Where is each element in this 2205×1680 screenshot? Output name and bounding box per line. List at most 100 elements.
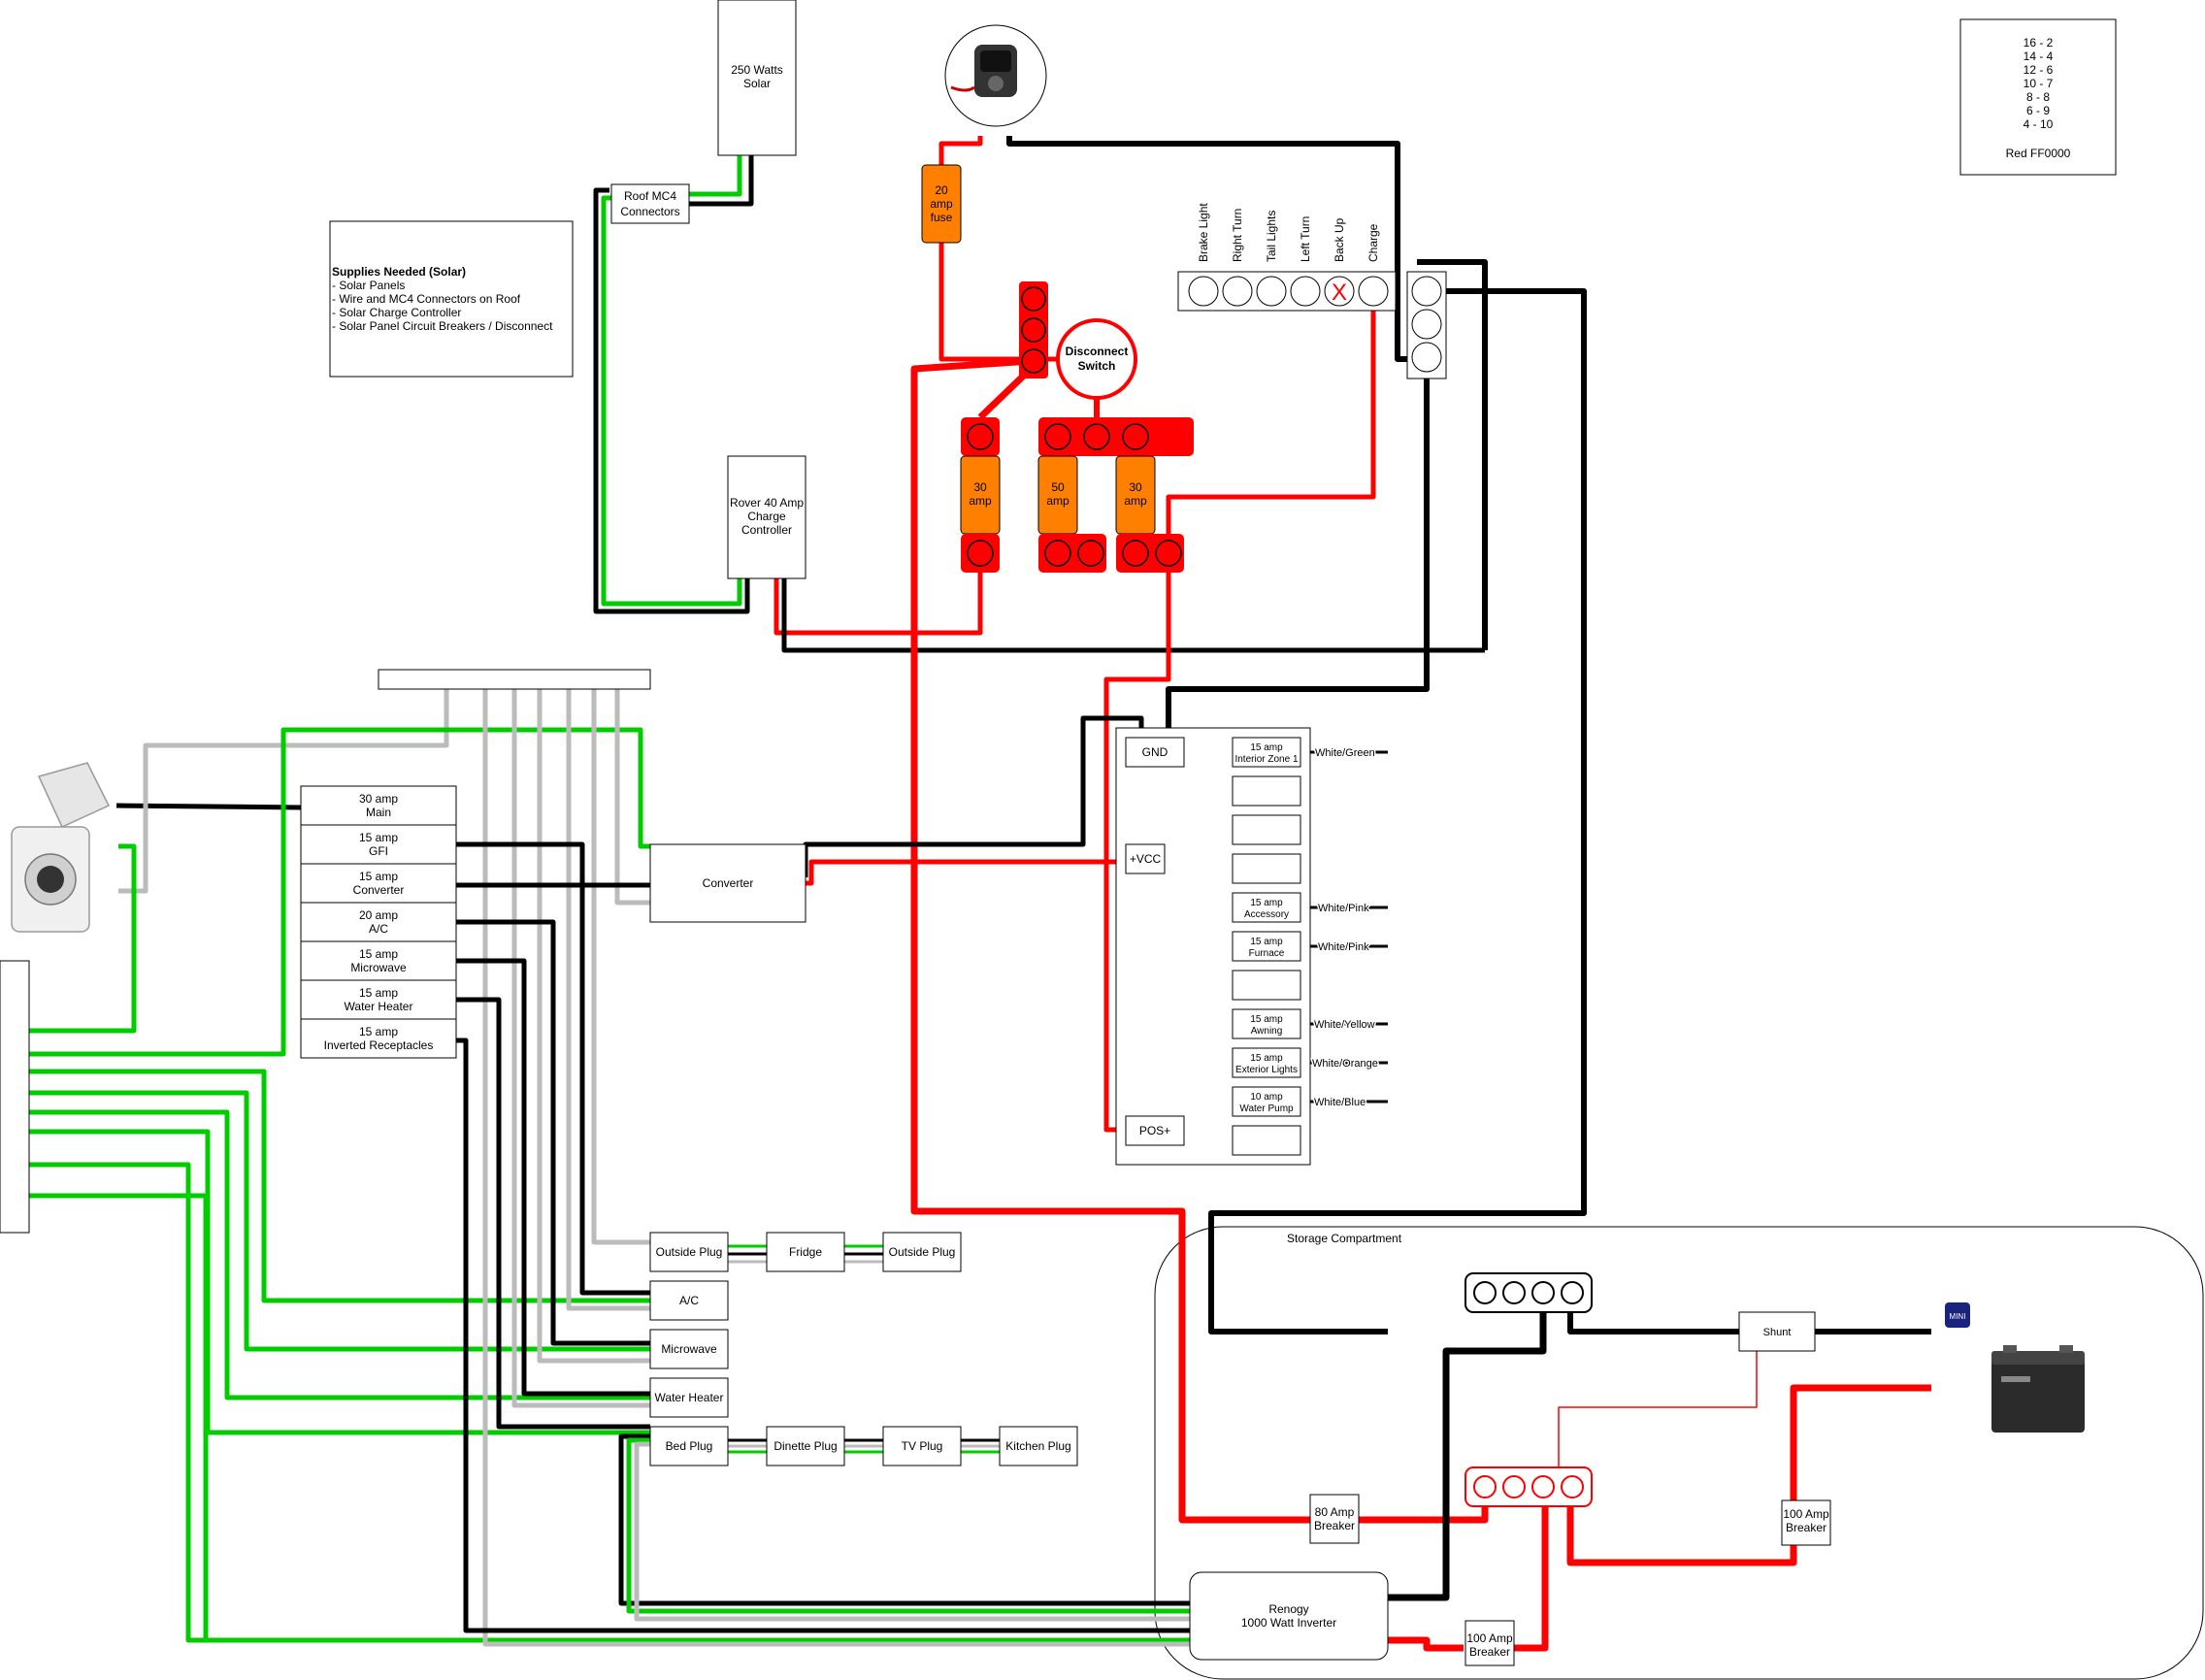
neutral-bus-bar	[378, 669, 651, 690]
breaker100-label: Breaker	[1469, 1645, 1510, 1659]
ac-outlets: Outside Plug Fridge Outside Plug A/C Mic…	[649, 1232, 1078, 1466]
converter-box: Converter	[649, 843, 806, 923]
breaker-label: 15 amp	[359, 1025, 398, 1038]
legend-line: 6 - 9	[2026, 104, 2050, 117]
storage-compartment	[1154, 1226, 2204, 1680]
dc-slot-label: Awning	[1251, 1026, 1283, 1037]
fuse-30-amp-a: 30 amp	[960, 455, 1001, 535]
mc4-label: Roof MC4	[624, 189, 676, 203]
dc-slot-label: 15 amp	[1250, 1014, 1283, 1025]
supplies-box: Supplies Needed (Solar) - Solar Panels -…	[329, 220, 574, 378]
dc-wire-label: White/Yellow	[1314, 1019, 1375, 1031]
inverter-label: Renogy	[1268, 1602, 1308, 1616]
outlet-label: Outside Plug	[656, 1245, 723, 1259]
usb-outlet-icon	[944, 24, 1047, 127]
dc-slot-label: 10 amp	[1250, 1092, 1283, 1103]
legend-line: 10 - 7	[2024, 77, 2054, 90]
supplies-item: - Wire and MC4 Connectors on Roof	[332, 292, 521, 306]
fuse20-label: 20	[935, 183, 948, 197]
controller-label: Charge	[747, 510, 786, 523]
x-mark: X	[1332, 280, 1347, 306]
dc-vcc-label: +VCC	[1130, 852, 1162, 866]
outlet-label: Dinette Plug	[773, 1439, 837, 1453]
breaker-label: 20 amp	[359, 908, 398, 922]
shore-power-inlet-icon	[11, 762, 111, 933]
breaker-label: Main	[366, 806, 391, 819]
disconnect-label: Switch	[1078, 359, 1116, 373]
positive-busbar	[1465, 1466, 1593, 1507]
fuse-bus-lower	[961, 534, 1184, 573]
disconnect-label: Disconnect	[1066, 345, 1129, 358]
outlet-label: Water Heater	[655, 1391, 724, 1404]
wires	[29, 136, 1931, 1652]
supplies-item: - Solar Panels	[332, 279, 405, 292]
fuse-label: 30	[973, 480, 987, 494]
charge-controller: Rover 40 Amp Charge Controller	[727, 455, 806, 579]
breaker-label: A/C	[369, 922, 388, 936]
supplies-item: - Solar Charge Controller	[332, 306, 461, 319]
converter-label: Converter	[703, 876, 754, 890]
breaker-label: Microwave	[350, 961, 407, 974]
dc-distribution-panel: GND +VCC POS+ 15 amp Interior Zone 1 15 …	[1115, 727, 1379, 1166]
dc-wire-label: White/Pink	[1318, 903, 1369, 914]
breaker80-label: Breaker	[1314, 1519, 1355, 1532]
inverter-label: 1000 Watt Inverter	[1241, 1616, 1336, 1630]
mc4-connectors: Roof MC4 Connectors	[610, 183, 690, 224]
breaker-label: Water Heater	[345, 1000, 413, 1013]
dc-slot-label: 15 amp	[1250, 1053, 1283, 1064]
fuse-label: amp	[1046, 494, 1070, 508]
breaker100-label: 100 Amp	[1783, 1507, 1829, 1521]
shunt-label: Shunt	[1763, 1327, 1792, 1338]
trailer-connector: X Brake Light Right Turn Tail Lights Lef…	[1177, 203, 1397, 312]
controller-label: Rover 40 Amp	[730, 496, 804, 510]
trailer-label: Tail Lights	[1265, 211, 1278, 262]
fuse-label: 50	[1051, 480, 1065, 494]
negative-busbar	[1465, 1272, 1593, 1313]
dc-pos-label: POS+	[1139, 1124, 1170, 1137]
legend-line: 8 - 8	[2026, 90, 2050, 104]
ground-bus-box	[0, 960, 30, 1234]
dc-slot-label: 15 amp	[1250, 742, 1283, 753]
fuse-block-top	[1019, 281, 1048, 379]
breaker100-label: 100 Amp	[1466, 1631, 1513, 1645]
legend-line: 16 - 2	[2024, 36, 2054, 49]
fuse-label: amp	[1124, 494, 1147, 508]
trailer-label: Right Turn	[1231, 209, 1244, 262]
breaker-label: Inverted Receptacles	[324, 1038, 434, 1052]
mini-badge-label: MINI	[1950, 1312, 1966, 1321]
dc-slot-label: 15 amp	[1250, 937, 1283, 947]
fuse-50-amp: 50 amp	[1037, 455, 1078, 535]
dc-slot-label: Water Pump	[1239, 1104, 1294, 1114]
storage-title: Storage Compartment	[1287, 1232, 1402, 1245]
trailer-label: Brake Light	[1197, 203, 1210, 262]
disconnect-switch[interactable]: Disconnect Switch	[1048, 318, 1137, 419]
solar-panel-label: Solar	[743, 77, 771, 90]
dc-wire-label: White/Blue	[1314, 1097, 1366, 1108]
dc-slot-label: 15 amp	[1250, 898, 1283, 908]
breaker-label: 15 amp	[359, 870, 398, 883]
fuse20-label: amp	[930, 197, 953, 211]
outlet-label: Bed Plug	[666, 1439, 713, 1453]
dc-gnd-label: GND	[1142, 745, 1168, 759]
fuse20-label: fuse	[931, 211, 953, 224]
supplies-item: - Solar Panel Circuit Breakers / Disconn…	[332, 319, 553, 333]
breaker-label: 15 amp	[359, 947, 398, 961]
outlet-label: TV Plug	[902, 1439, 943, 1453]
trailer-label: Back Up	[1333, 217, 1346, 262]
fuse-label: 30	[1129, 480, 1142, 494]
breaker-label: 30 amp	[359, 792, 398, 806]
dc-wire-label: White/Orange	[1312, 1058, 1378, 1070]
dc-slot-label: Exterior Lights	[1235, 1065, 1298, 1075]
mc4-label: Connectors	[620, 205, 679, 218]
legend-box: 16 - 2 14 - 4 12 - 6 10 - 7 8 - 8 6 - 9 …	[1959, 18, 2117, 176]
outlet-label: Kitchen Plug	[1005, 1439, 1070, 1453]
breaker-panel: 30 amp Main 15 amp GFI 15 amp Converter …	[300, 785, 457, 1059]
dc-slot-label: Accessory	[1244, 909, 1289, 920]
outlet-label: Fridge	[789, 1245, 822, 1259]
solar-panel: 250 Watts Solar	[717, 0, 797, 156]
breaker80-label: 80 Amp	[1315, 1505, 1355, 1519]
ground-terminal-block	[1406, 271, 1447, 379]
outlet-label: A/C	[679, 1294, 699, 1307]
breaker-100-amp-right: 100 Amp Breaker	[1781, 1499, 1831, 1546]
breaker100-label: Breaker	[1786, 1521, 1827, 1534]
